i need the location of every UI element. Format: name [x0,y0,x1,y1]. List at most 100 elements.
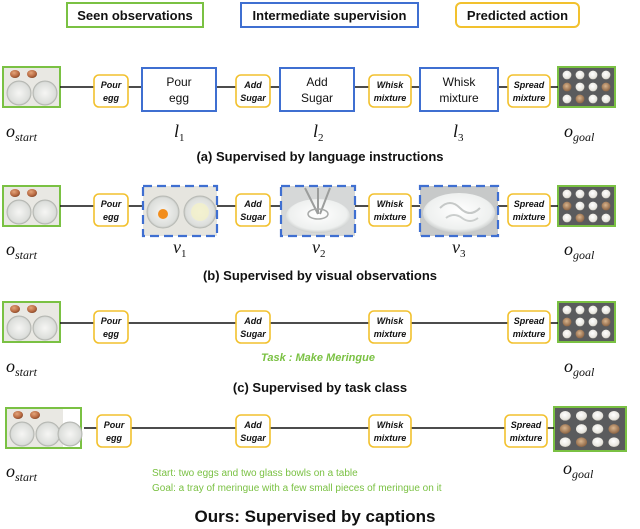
action-box-spread [507,74,551,108]
action-text: Sugar [240,329,266,339]
action-text: Spread [514,316,545,326]
action-text: Pour [101,80,122,90]
action-box-whisk [368,74,412,108]
action-text: mixture [374,212,407,222]
language-step-text: Add [306,75,327,89]
action-text: mixture [513,329,546,339]
start-observation-image [5,407,83,449]
action-text: mixture [374,329,407,339]
action-text: Add [243,420,262,430]
action-text: Add [243,199,262,209]
visual-step-image [418,184,500,238]
language-variable: l2 [313,121,324,144]
action-box-pour [96,414,132,448]
action-text: Whisk [377,199,404,209]
visual-step-image [279,184,357,238]
goal-label: ogoal [564,356,595,379]
language-step-text: Sugar [301,91,333,105]
visual-variable: v3 [452,237,466,260]
visual-step-image [141,184,219,238]
language-step-text: mixture [439,91,479,105]
action-box-spread [507,310,551,344]
action-box-pour [93,310,129,344]
action-text: Spread [514,199,545,209]
language-variable: l3 [453,121,464,144]
action-text: Whisk [377,80,404,90]
action-box-pour [93,74,129,108]
action-text: egg [103,212,120,222]
action-text: Sugar [240,212,266,222]
goal-label: ogoal [563,458,594,481]
action-text: Sugar [240,433,266,443]
action-text: Whisk [377,420,404,430]
action-box-spread [507,193,551,227]
action-text: egg [106,433,123,443]
goal-observation-image [557,301,616,343]
action-text: Whisk [377,316,404,326]
start-label: ostart [6,461,38,484]
action-text: egg [103,329,120,339]
row-c-caption: (c) Supervised by task class [233,380,407,395]
language-step-box [419,67,499,112]
action-text: Add [243,316,262,326]
action-box-spread [504,414,548,448]
language-step-box [279,67,355,112]
row-c-task: Pour egg Add Sugar Whisk mixture Spread … [2,301,616,395]
action-text: mixture [513,93,546,103]
action-text: mixture [510,433,543,443]
row-a-language: Pour egg Add Sugar Whisk mixture Pour eg… [2,66,616,164]
legend-intermediate-label: Intermediate supervision [253,8,407,23]
row-b-caption: (b) Supervised by visual observations [203,268,437,283]
start-label: ostart [6,356,38,379]
goal-observation-image [557,66,616,108]
action-box-add [235,193,271,227]
language-step-box [141,67,217,112]
action-text: Sugar [240,93,266,103]
legend-intermediate-box [240,2,419,28]
start-observation-image [2,66,61,108]
action-text: Add [243,80,262,90]
goal-label: ogoal [564,121,595,144]
language-step-text: Whisk [443,75,477,89]
action-text: Pour [104,420,125,430]
action-text: mixture [374,433,407,443]
action-text: mixture [513,212,546,222]
action-box-whisk [368,193,412,227]
legend-seen-label: Seen observations [77,8,193,23]
action-text: egg [103,93,120,103]
action-text: Pour [101,316,122,326]
action-box-add [235,74,271,108]
task-class-label: Task : Make Meringue [261,352,375,364]
action-box-add [235,310,271,344]
row-d-caption: Ours: Supervised by captions [195,507,436,526]
goal-caption-text: Goal: a tray of meringue with a few smal… [152,483,442,494]
row-d-captions: Pour egg Add Sugar Whisk mixture Spread … [5,406,627,526]
legend-predicted-box [455,2,580,28]
action-text: mixture [374,93,407,103]
legend: Seen observations Intermediate supervisi… [66,2,580,28]
action-text: Pour [101,199,122,209]
legend-seen-box [66,2,204,28]
goal-observation-image [557,185,616,227]
goal-observation-image [553,406,627,452]
action-box-pour [93,193,129,227]
row-b-visual: Pour egg Add Sugar Whisk mixture Spread … [2,184,616,283]
action-box-whisk [368,310,412,344]
action-box-add [235,414,271,448]
start-observation-image [2,185,61,227]
legend-predicted-label: Predicted action [467,8,568,23]
language-variable: l1 [174,121,185,144]
language-step-text: Pour [166,75,191,89]
visual-variable: v2 [312,237,326,260]
start-observation-image [2,301,61,343]
start-label: ostart [6,121,38,144]
start-caption-text: Start: two eggs and two glass bowls on a… [152,468,358,479]
action-text: Spread [511,420,542,430]
visual-variable: v1 [173,237,187,260]
language-step-text: egg [169,91,189,105]
start-label: ostart [6,239,38,262]
goal-label: ogoal [564,239,595,262]
row-a-caption: (a) Supervised by language instructions [196,149,443,164]
action-text: Spread [514,80,545,90]
